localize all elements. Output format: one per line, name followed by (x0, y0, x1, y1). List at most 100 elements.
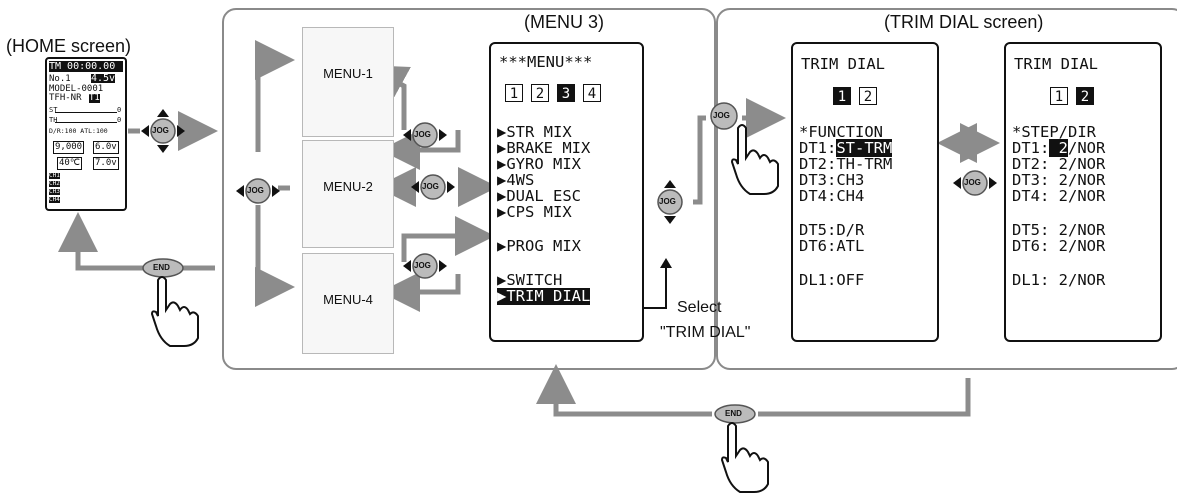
trim1-row-dt4[interactable]: DT4:CH4 (799, 188, 864, 206)
menu3-item-str-mix[interactable]: ▶STR MIX (497, 123, 572, 141)
trim1-dt2-key: DT2: (799, 155, 837, 173)
trim2-row-dt3[interactable]: DT3: 2/NOR (1012, 172, 1105, 190)
menu3-item-trim-dial[interactable]: ▶TRIM DIAL (497, 287, 591, 305)
end-label: END (153, 263, 170, 272)
menu-4-box[interactable]: MENU-4 (302, 253, 394, 354)
trim2-dt4-key: DT4: (1012, 187, 1050, 205)
jog-lr-icon[interactable]: JOG (235, 168, 281, 214)
menu3-item-dual-esc[interactable]: ▶DUAL ESC (497, 187, 581, 205)
jog-label: JOG (152, 126, 169, 135)
trim2-page-1[interactable]: 1 (1050, 87, 1068, 105)
home-st-bar (55, 112, 117, 113)
trim1-row-dt3[interactable]: DT3:CH3 (799, 172, 864, 190)
home-th-val: 0 (117, 116, 122, 124)
trim2-dt1-dir: /NOR (1068, 139, 1106, 157)
trim2-dt5-key: DT5: (1012, 221, 1050, 239)
trim2-dt6-step: 2 (1049, 237, 1068, 255)
home-ch3: CH3 (49, 188, 60, 195)
trim2-page-2[interactable]: 2 (1076, 87, 1094, 105)
home-ch1: CH1 (49, 172, 60, 179)
jog-label: JOG (422, 182, 439, 191)
trim2-dt1-step: 2 (1049, 139, 1068, 157)
menu-1-label: MENU-1 (323, 66, 373, 81)
jog-menu4-icon[interactable]: JOG (402, 243, 448, 289)
trim1-row-dt5[interactable]: DT5:D/R (799, 222, 864, 240)
home-val1: 9,000 (53, 141, 85, 154)
menu3-item-4ws[interactable]: ▶4WS (497, 171, 535, 189)
menu3-item-gyro-mix[interactable]: ▶GYRO MIX (497, 155, 581, 173)
jog-menu1-icon[interactable]: JOG (402, 112, 448, 158)
trim2-dl1-step: 2 (1049, 271, 1068, 289)
trim1-dt2-value: TH-TRM (836, 155, 893, 173)
home-ch2: CH2 (49, 180, 60, 187)
trim1-dl1-value: OFF (836, 271, 865, 289)
jog-trim-icon[interactable]: JOG (952, 160, 998, 206)
home-dr-atl: D/R:100 ATL:100 (49, 127, 108, 135)
menu3-item-prog-mix[interactable]: ▶PROG MIX (497, 237, 581, 255)
home-val2: 6.0v (93, 141, 119, 154)
menu3-page-3[interactable]: 3 (557, 84, 575, 102)
trim1-page-1[interactable]: 1 (833, 87, 851, 105)
menu3-item-cps-mix[interactable]: ▶CPS MIX (497, 203, 572, 221)
trim2-dt2-dir: /NOR (1068, 155, 1106, 173)
menu-4-label: MENU-4 (323, 292, 373, 307)
trim1-title: TRIM DIAL (801, 55, 885, 73)
trim2-row-dt6[interactable]: DT6: 2/NOR (1012, 238, 1105, 256)
home-model-name: MODEL-0001 (49, 84, 104, 94)
trim2-dt6-dir: /NOR (1068, 237, 1106, 255)
trim1-row-dt1[interactable]: DT1:ST-TRM (799, 139, 893, 158)
trim1-dt3-key: DT3: (799, 171, 837, 189)
menu3-caption: (MENU 3) (524, 12, 604, 32)
trim2-header: *STEP/DIR (1012, 123, 1096, 141)
trim1-dl1-key: DL1: (799, 271, 837, 289)
menu-2-box[interactable]: MENU-2 (302, 140, 394, 248)
menu-1-box[interactable]: MENU-1 (302, 27, 394, 137)
home-temp: 40℃ (57, 157, 82, 170)
home-st: ST (49, 106, 58, 114)
jog-label: JOG (414, 261, 431, 270)
trim1-dt5-key: DT5: (799, 221, 837, 239)
end-button-bottom[interactable]: END (712, 403, 758, 425)
trim2-dl1-dir: /NOR (1068, 271, 1106, 289)
trim2-row-dt2[interactable]: DT2: 2/NOR (1012, 156, 1105, 174)
trim1-page-2[interactable]: 2 (859, 87, 877, 105)
menu3-title: ***MENU*** (499, 53, 593, 71)
trim2-dt3-key: DT3: (1012, 171, 1050, 189)
trim2-dt2-key: DT2: (1012, 155, 1050, 173)
menu3-page-4[interactable]: 4 (583, 84, 601, 102)
trim1-row-dt6[interactable]: DT6:ATL (799, 238, 864, 256)
trim1-row-dl1[interactable]: DL1:OFF (799, 272, 864, 290)
menu3-item-switch[interactable]: ▶SWITCH (497, 271, 563, 289)
trim1-dt4-key: DT4: (799, 187, 837, 205)
home-mode: TFH-NR (49, 93, 82, 103)
home-screen: TM 00:00.00 No.1 4.5v MODEL-0001 TFH-NR … (45, 57, 127, 211)
menu-2-label: MENU-2 (323, 179, 373, 194)
jog-label: JOG (713, 111, 730, 120)
trim2-dt3-step: 2 (1049, 171, 1068, 189)
trim2-row-dl1[interactable]: DL1: 2/NOR (1012, 272, 1105, 290)
jog-4way-icon[interactable]: JOG (140, 108, 186, 154)
trim1-row-dt2[interactable]: DT2:TH-TRM (799, 156, 892, 174)
menu3-page-1[interactable]: 1 (505, 84, 523, 102)
home-th-bar (55, 122, 117, 123)
jog-updown-icon[interactable]: JOG (647, 179, 693, 225)
jog-label: JOG (964, 178, 981, 187)
select-note-line2: "TRIM DIAL" (660, 324, 751, 341)
trim2-dt5-step: 2 (1049, 221, 1068, 239)
trim1-dt6-key: DT6: (799, 237, 837, 255)
trim1-header: *FUNCTION (799, 123, 883, 141)
trim1-dt6-value: ATL (836, 237, 865, 255)
trim2-row-dt1[interactable]: DT1: 2/NOR (1012, 139, 1106, 158)
jog-label: JOG (659, 197, 676, 206)
menu3-page-2[interactable]: 2 (531, 84, 549, 102)
jog-press-icon[interactable]: JOG (706, 98, 752, 144)
menu3-item-brake-mix[interactable]: ▶BRAKE MIX (497, 139, 591, 157)
trim2-row-dt4[interactable]: DT4: 2/NOR (1012, 188, 1105, 206)
jog-menu2-icon[interactable]: JOG (410, 164, 456, 210)
trim2-row-dt5[interactable]: DT5: 2/NOR (1012, 222, 1105, 240)
